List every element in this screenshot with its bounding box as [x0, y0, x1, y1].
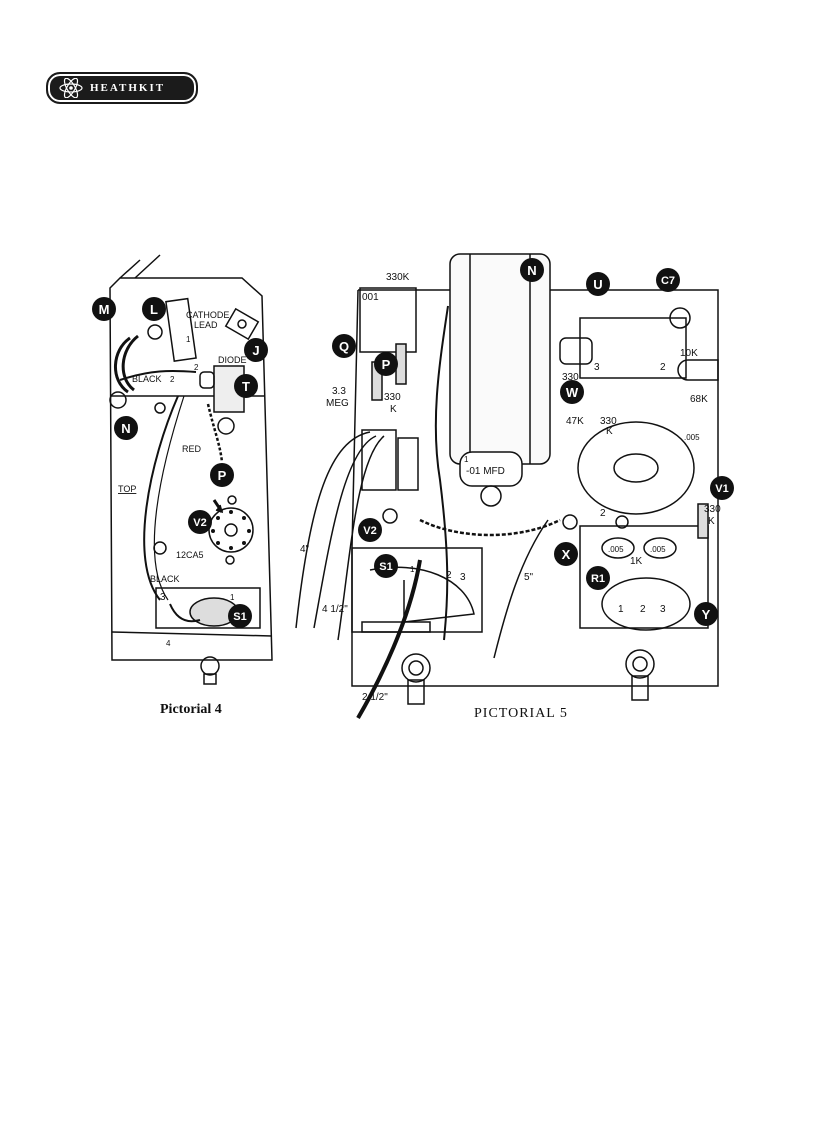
callout-u: U [586, 272, 610, 296]
label-s1-1: 1 [410, 565, 415, 574]
svg-text:Y: Y [702, 607, 711, 622]
callout-p: P [210, 463, 234, 487]
svg-text:Q: Q [339, 339, 349, 354]
callout-w: W [560, 380, 584, 404]
pin-2b: 2 [170, 375, 175, 384]
label-red: RED [182, 444, 202, 454]
callout-p: P [374, 352, 398, 376]
callout-t: T [234, 374, 258, 398]
pictorial-4-caption: Pictorial 4 [160, 702, 222, 717]
callout-y: Y [694, 602, 718, 626]
label-s1-2: 2 [446, 570, 452, 581]
label-330-r: 330 [562, 372, 579, 383]
label-y-1: 1 [618, 604, 624, 615]
callout-v1: V1 [710, 476, 734, 500]
label-k-mid: K [390, 404, 397, 415]
label-w3: 3 [594, 362, 600, 373]
label-black-2: BLACK [150, 574, 180, 584]
svg-text:L: L [150, 302, 158, 317]
label-len-5: 5" [524, 572, 534, 583]
label-top: TOP [118, 484, 136, 494]
label-k-v1: K [708, 516, 715, 527]
label-diode: DIODE [218, 355, 247, 365]
label-len-4-half: 4 1/2" [322, 604, 348, 615]
label-005-c: .005 [684, 433, 700, 442]
label-68k: 68K [690, 394, 708, 405]
label-330-mid: 330 [384, 392, 401, 403]
callout-s1: S1 [228, 604, 252, 628]
label-meg: MEG [326, 398, 349, 409]
svg-text:U: U [593, 277, 602, 292]
label-005-a: .005 [608, 545, 624, 554]
label-w2: 2 [600, 508, 606, 519]
svg-text:N: N [527, 263, 536, 278]
callout-v2: V2 [188, 510, 212, 534]
svg-text:V2: V2 [193, 517, 206, 529]
label-k-b: K [606, 426, 613, 437]
label-c7-2: 2 [660, 362, 666, 373]
pin-3: 3 [160, 592, 166, 603]
callout-n: N [520, 258, 544, 282]
label-330k-top: 330K [386, 272, 410, 283]
label-10k: 10K [680, 348, 698, 359]
label-y-2: 2 [640, 604, 646, 615]
label-len-2-half: 2 1/2" [362, 692, 388, 703]
pin-4: 4 [166, 639, 171, 648]
callout-r1: R1 [586, 566, 610, 590]
svg-text:X: X [562, 547, 571, 562]
callout-s1: S1 [374, 554, 398, 578]
label-005-b: .005 [650, 545, 666, 554]
label-1k: 1K [630, 556, 643, 567]
label-s1-3: 3 [460, 572, 466, 583]
svg-text:S1: S1 [379, 561, 392, 573]
svg-text:J: J [252, 343, 259, 358]
callout-n: N [114, 416, 138, 440]
pictorial-4-drawing [109, 254, 273, 685]
label-black: BLACK [132, 374, 162, 384]
svg-text:S1: S1 [233, 611, 246, 623]
pictorial-5-caption: PICTORIAL 5 [474, 706, 568, 721]
pin-2: 2 [194, 363, 199, 372]
callout-c7: C7 [656, 268, 680, 292]
label-330-v1: 330 [704, 504, 721, 515]
svg-text:V2: V2 [363, 525, 376, 537]
callout-v2: V2 [358, 518, 382, 542]
svg-text:P: P [382, 357, 391, 372]
svg-text:V1: V1 [715, 483, 728, 495]
svg-text:P: P [218, 468, 227, 483]
callout-x: X [554, 542, 578, 566]
pin-1: 1 [186, 335, 191, 344]
label-330-b: 330 [600, 416, 617, 427]
pictorial-5-drawing [295, 253, 719, 720]
svg-text:C7: C7 [661, 275, 675, 287]
callout-m: M [92, 297, 116, 321]
atom-icon [59, 78, 83, 98]
svg-text:T: T [242, 379, 250, 394]
label-001: 001 [362, 292, 379, 303]
label-47k: 47K [566, 416, 584, 427]
label-3-3: 3.3 [332, 386, 346, 397]
svg-text:W: W [566, 385, 579, 400]
label-01-mfd: -01 MFD [466, 466, 505, 477]
label-cap-pin1: 1 [464, 455, 469, 464]
callout-j: J [244, 338, 268, 362]
callout-q: Q [332, 334, 356, 358]
svg-text:R1: R1 [591, 573, 605, 585]
label-tube-12ca5: 12CA5 [176, 550, 204, 560]
label-y-3: 3 [660, 604, 666, 615]
label-len-4: 4" [300, 544, 310, 555]
svg-text:N: N [121, 421, 130, 436]
callout-l: L [142, 297, 166, 321]
svg-text:M: M [99, 302, 110, 317]
heathkit-logo: HEATHKIT [46, 72, 198, 104]
pin-1b: 1 [230, 593, 235, 602]
logo-text: HEATHKIT [90, 82, 166, 94]
label-cathode: CATHODE [186, 310, 229, 320]
label-lead: LEAD [194, 320, 218, 330]
